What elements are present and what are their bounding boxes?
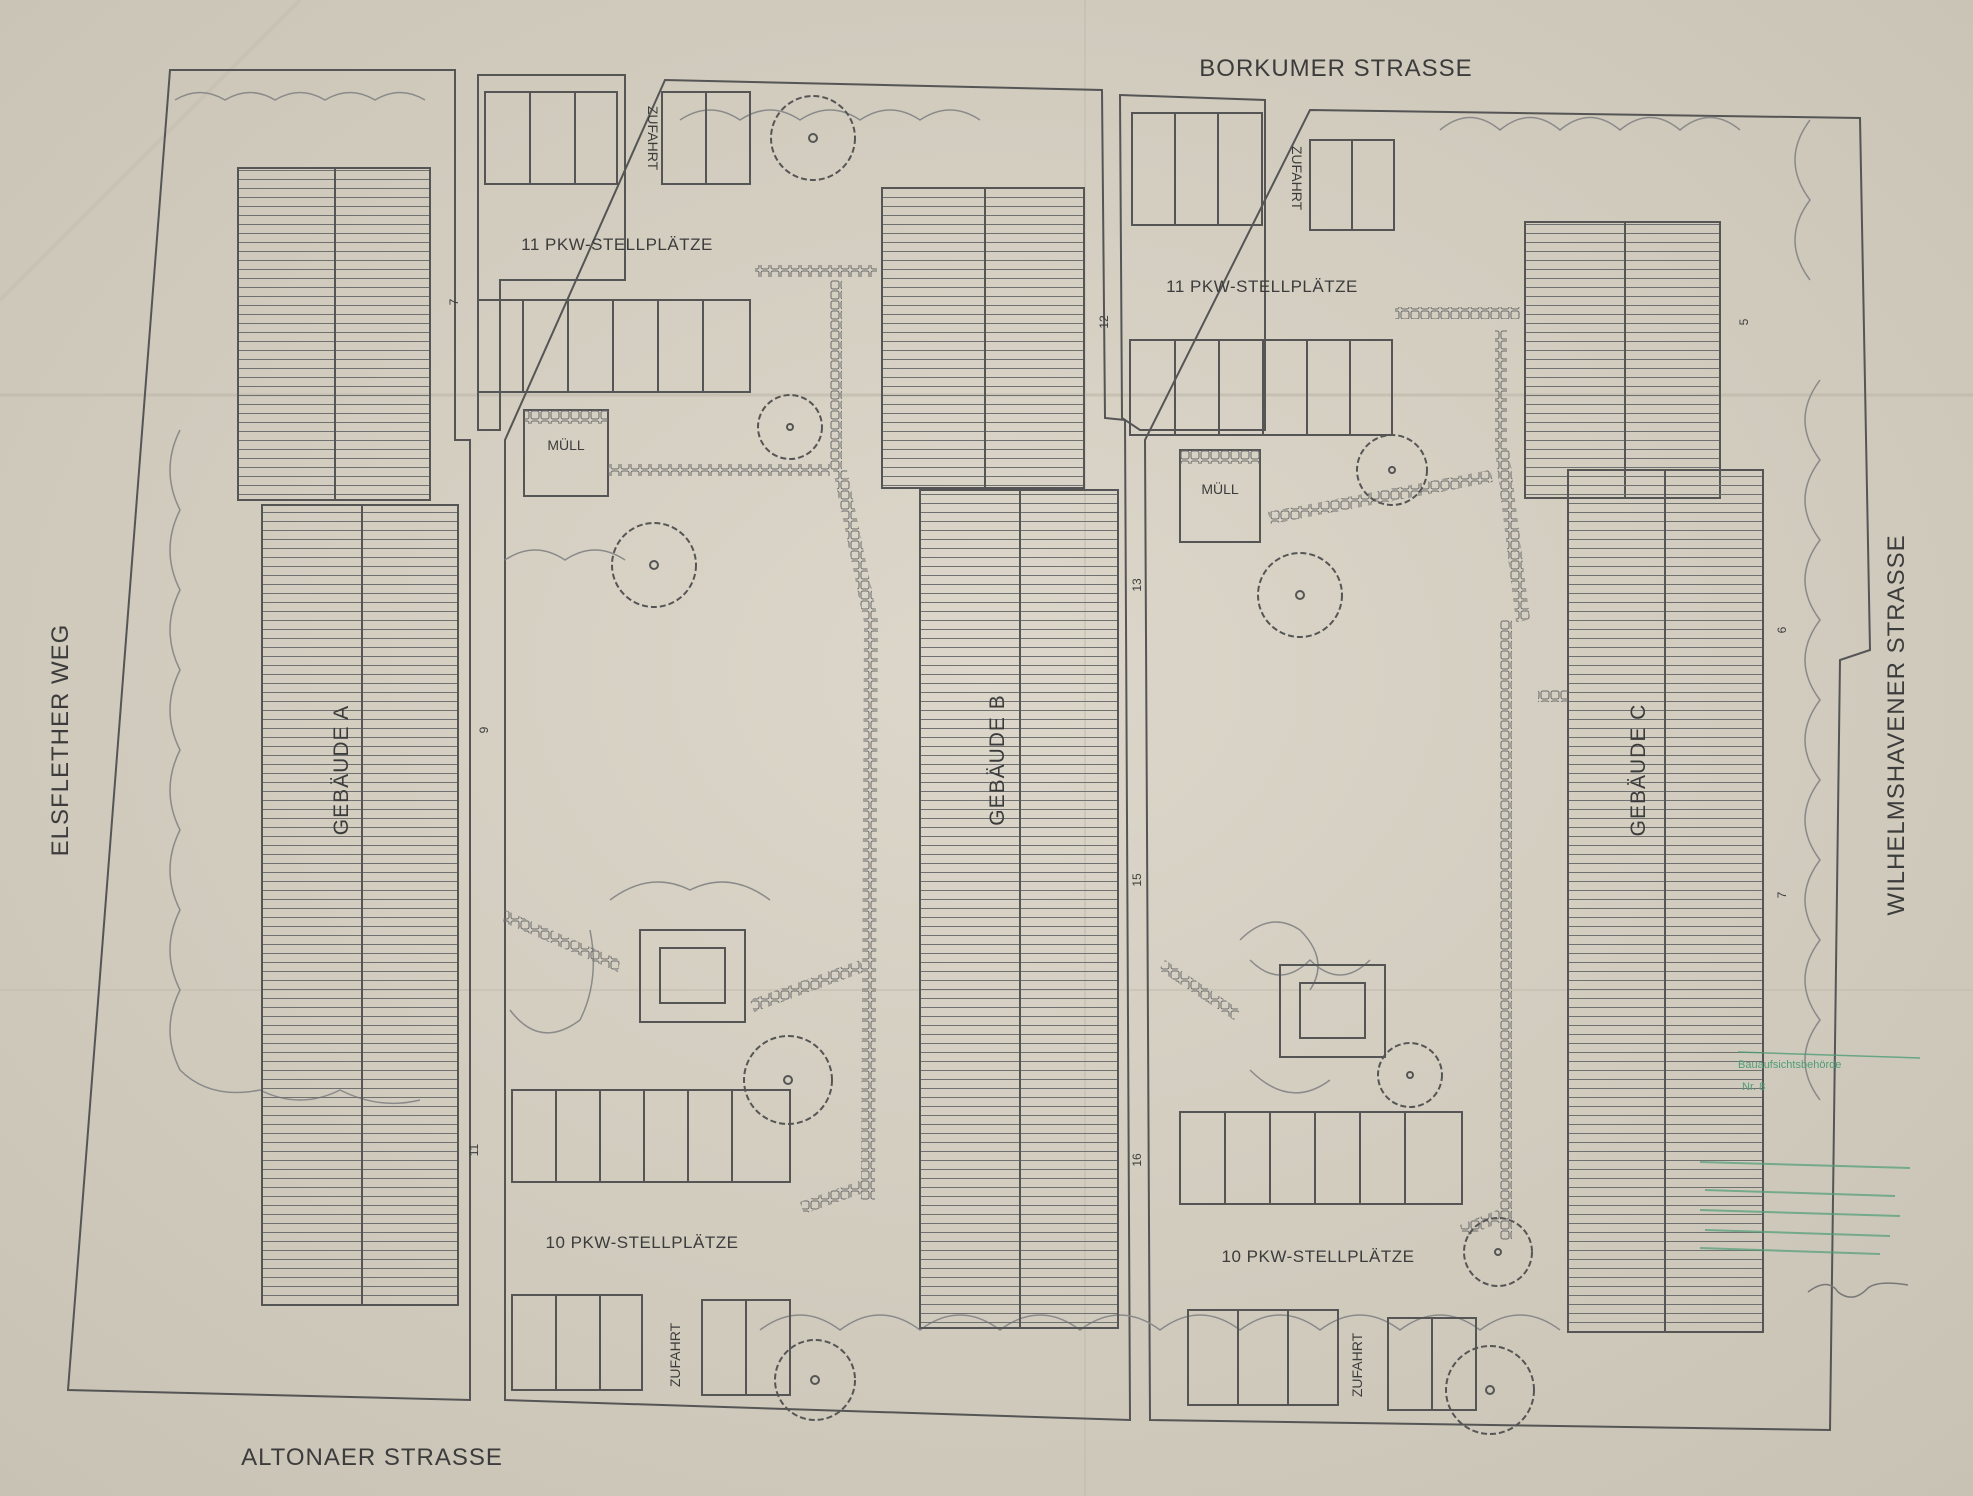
building-b-label: GEBÄUDE B	[986, 694, 1009, 826]
parking-south-left	[511, 1089, 791, 1396]
waste-left-label: MÜLL	[547, 436, 585, 453]
entrance-number: 11	[467, 1143, 481, 1156]
entrance-number: 13	[1130, 578, 1144, 592]
entrance-number: 15	[1130, 873, 1144, 887]
parking-north-right-label: 11 PKW-STELLPLÄTZE	[1166, 277, 1358, 296]
entrance-number: 9	[477, 726, 491, 733]
entrance-number: 7	[447, 298, 461, 305]
entrance-number: 12	[1097, 315, 1111, 329]
building-a: GEBÄUDE A	[237, 167, 459, 1306]
waste-right-label: MÜLL	[1201, 480, 1239, 497]
building-a-label: GEBÄUDE A	[330, 705, 353, 835]
site-boundary	[66, 69, 1872, 1432]
parking-south-right-label: 10 PKW-STELLPLÄTZE	[1222, 1247, 1415, 1266]
stamp-line-2: Nr. 8	[1742, 1081, 1765, 1093]
entrance-number: 7	[1775, 891, 1789, 898]
entrance-numbers: 7 9 11 12 13 15 16 5 6 7	[447, 298, 1789, 1166]
street-south-label: ALTONAER STRASSE	[241, 1444, 503, 1471]
driveway-north-right-label: ZUFAHRT	[1289, 146, 1305, 211]
driveway-south-left-label: ZUFAHRT	[667, 1322, 683, 1387]
parking-north-left-label: 11 PKW-STELLPLÄTZE	[521, 235, 713, 254]
waste-enclosure-left: MÜLL	[523, 409, 609, 497]
entrance-number: 16	[1130, 1153, 1144, 1167]
driveway-south-right-label: ZUFAHRT	[1349, 1332, 1365, 1397]
building-c: GEBÄUDE C	[1524, 221, 1764, 1333]
entrance-number: 6	[1775, 626, 1789, 633]
parking-north-left	[477, 91, 751, 393]
trees	[611, 95, 1535, 1435]
sandpit-left	[639, 929, 746, 1023]
building-c-label: GEBÄUDE C	[1627, 704, 1650, 837]
sandpit-right	[1279, 964, 1386, 1058]
parking-south-left-label: 10 PKW-STELLPLÄTZE	[546, 1233, 739, 1252]
waste-enclosure-right: MÜLL	[1179, 449, 1261, 543]
paver-paths	[503, 265, 1568, 1240]
building-b: GEBÄUDE B	[881, 187, 1119, 1329]
parking-south-right	[1179, 1111, 1477, 1411]
stamp-line-1: Bauaufsichtsbehörde	[1738, 1059, 1841, 1071]
street-east-label: WILHELMSHAVENER STRASSE	[1883, 534, 1910, 915]
street-west-label: ELSFLETHER WEG	[47, 624, 74, 857]
street-north-label: BORKUMER STRASSE	[1199, 55, 1472, 82]
approval-stamp: Bauaufsichtsbehörde Nr. 8	[1699, 1051, 1921, 1298]
parking-north-right	[1129, 112, 1395, 436]
entrance-number: 5	[1737, 318, 1751, 325]
driveway-north-left-label: ZUFAHRT	[645, 106, 661, 171]
